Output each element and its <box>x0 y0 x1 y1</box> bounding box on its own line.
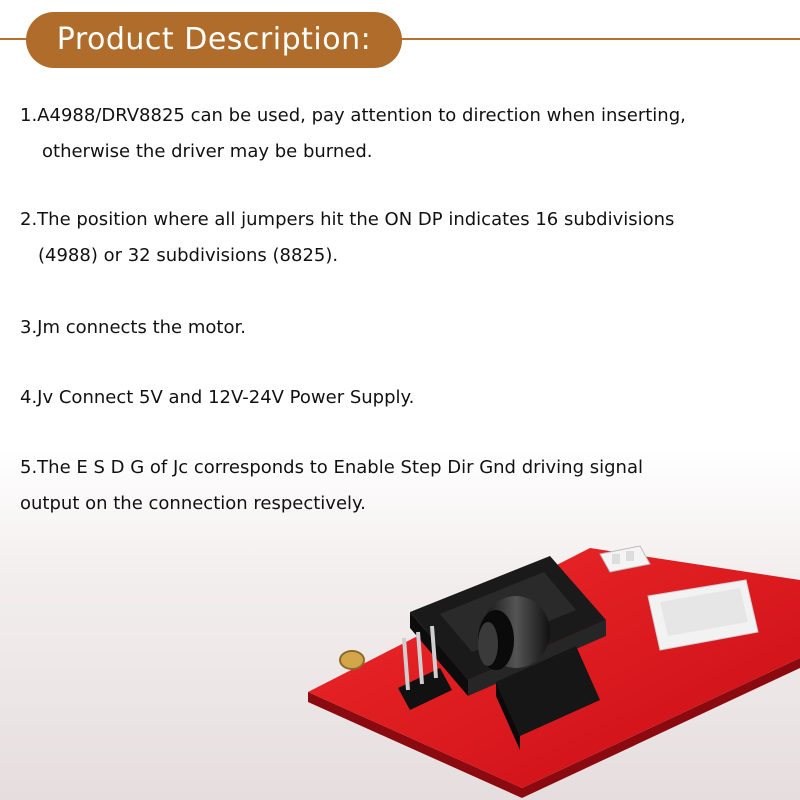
section-title: Product Description: <box>26 12 402 68</box>
item-5-line-2: output on the connection respectively. <box>20 493 366 514</box>
item-4-line-1: 4.Jv Connect 5V and 12V-24V Power Supply… <box>20 387 415 408</box>
description-item-3: 3.Jm connects the motor. <box>20 310 780 346</box>
description-item-5: 5.The E S D G of Jc corresponds to Enabl… <box>20 450 780 522</box>
item-1-line-2: otherwise the driver may be burned. <box>42 141 373 162</box>
description-item-2: 2.The position where all jumpers hit the… <box>20 202 780 274</box>
item-3-line-1: 3.Jm connects the motor. <box>20 317 246 338</box>
mounting-hole <box>339 650 365 670</box>
description-item-1: 1.A4988/DRV8825 can be used, pay attenti… <box>20 98 780 170</box>
description-item-4: 4.Jv Connect 5V and 12V-24V Power Supply… <box>20 380 780 416</box>
item-1-line-1: 1.A4988/DRV8825 can be used, pay attenti… <box>20 105 686 126</box>
signal-socket <box>496 646 600 750</box>
pin-header <box>398 625 452 710</box>
item-2-line-2: (4988) or 32 subdivisions (8825). <box>38 245 339 266</box>
dip-switch <box>599 545 651 573</box>
capacitor <box>478 596 550 670</box>
item-2-line-1: 2.The position where all jumpers hit the… <box>20 209 675 230</box>
product-photo <box>308 545 800 798</box>
connector-jm <box>647 579 759 651</box>
item-5-line-1: 5.The E S D G of Jc corresponds to Enabl… <box>20 457 643 478</box>
